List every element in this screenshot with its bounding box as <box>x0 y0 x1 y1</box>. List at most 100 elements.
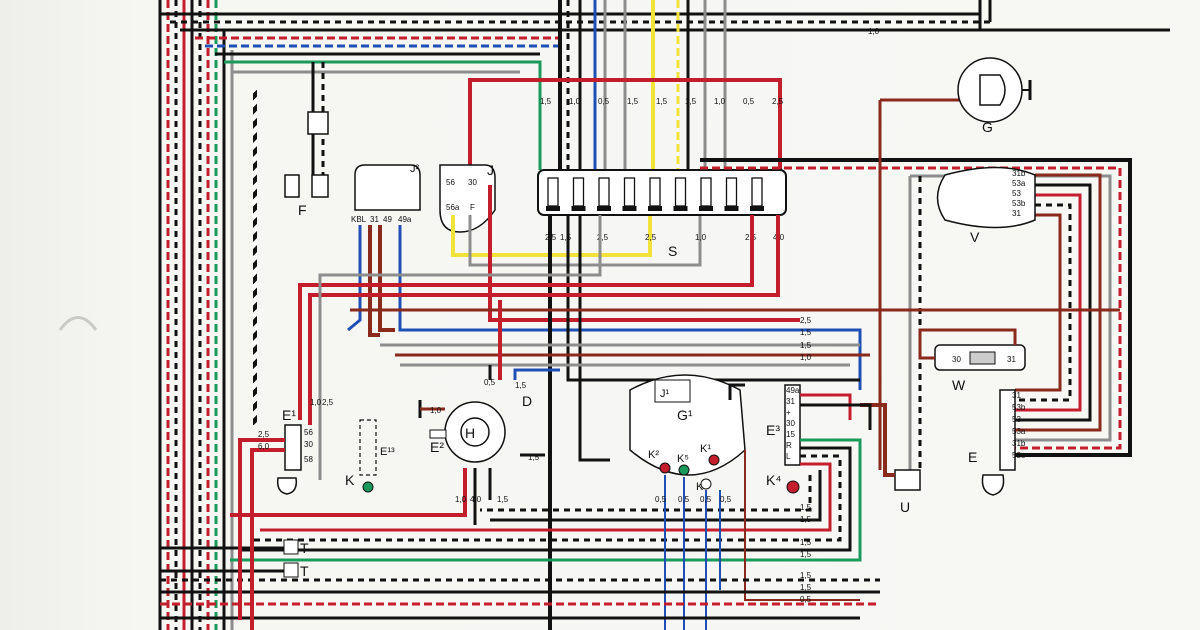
fuse-bottom-size: 1,0 <box>695 233 707 242</box>
component-E13: E¹³ K <box>345 419 395 493</box>
red-wire-E1-b <box>250 448 285 630</box>
E3-terminal: + <box>786 408 791 417</box>
punch-hole <box>58 316 98 331</box>
V-terminal: 53b <box>1012 199 1026 208</box>
component-U: U <box>860 403 921 515</box>
label-K2: K² <box>648 449 659 461</box>
E-terminal: 53a <box>1012 427 1026 436</box>
label-J: J <box>487 162 494 178</box>
E3-terminal: R <box>786 441 792 450</box>
wire-size-b2: 0,5 <box>700 495 712 504</box>
J2-terminal-31: 31 <box>370 215 379 224</box>
wire-size-r2: 1,5 <box>800 341 812 350</box>
wire-size-d0: 1,0 <box>455 495 467 504</box>
fuse-slot-base <box>648 206 662 211</box>
V-terminal: 53a <box>1012 179 1026 188</box>
fuse-slot-base <box>750 206 764 211</box>
red-wire-E1 <box>238 438 285 620</box>
E1-terminal-58: 58 <box>304 455 313 464</box>
W-terminal-30: 30 <box>952 355 961 364</box>
label-D: D <box>522 393 532 409</box>
J2-terminal-49a: 49a <box>398 215 412 224</box>
fuse-top-size: 1,5 <box>540 97 552 106</box>
E-terminal: 53e <box>1012 451 1026 460</box>
fuse-slots <box>546 177 764 211</box>
label-T1: T <box>300 540 309 556</box>
E-terminal: 31 <box>1012 391 1021 400</box>
wire-size-top: 1,0 <box>868 27 880 36</box>
component-E1: E¹ 56 30 58 <box>276 407 313 495</box>
E3-terminal: 30 <box>786 419 795 428</box>
E1-terminal-56: 56 <box>304 428 313 437</box>
component-W: 30 31 W <box>918 328 1026 393</box>
wire-size-l2: 2,5 <box>258 430 270 439</box>
instrument-cluster: J¹ G¹ K² K⁵ K¹ K³ <box>629 374 860 630</box>
V-terminal: 31b <box>1012 169 1026 178</box>
E3-terminal: 15 <box>786 430 795 439</box>
wire-size-b3: 0,5 <box>720 495 732 504</box>
wire-size-r4: 1,5 <box>800 503 812 512</box>
J-terminal-F: F <box>470 203 475 212</box>
label-H: H <box>465 425 475 441</box>
wire-size-b6: 1,5 <box>800 571 812 580</box>
E3-terminal: L <box>786 452 791 461</box>
top-feed-wires <box>468 0 782 190</box>
E3-right-wires <box>230 393 872 562</box>
fuse-top-size: 0,5 <box>743 97 755 106</box>
wire-size-r3: 1,0 <box>800 353 812 362</box>
fuse-slot-base <box>546 206 560 211</box>
wire-size-labels: 1,0 2,5 1,5 1,5 1,0 1,5 1,5 1,0 2,5 2,5 … <box>258 27 880 604</box>
fuse-top-size: 1,5 <box>685 97 697 106</box>
fuse-top-size: 0,5 <box>598 97 610 106</box>
fuse-top-size: 1,5 <box>627 97 639 106</box>
top-harness <box>160 0 1170 170</box>
J-terminal-30: 30 <box>468 178 477 187</box>
label-E3: E³ <box>766 422 780 438</box>
label-K4: K⁴ <box>766 472 781 488</box>
wire-size-l0: 1,0 <box>310 398 322 407</box>
label-T2: T <box>300 563 309 579</box>
wire-size-d4: 1,0 <box>430 406 442 415</box>
label-E: E <box>968 449 977 465</box>
fuse-top-size: 1,0 <box>569 97 581 106</box>
label-S: S <box>668 243 677 259</box>
wire-size-d5: 1,5 <box>515 381 527 390</box>
fuse-top-size: 2,5 <box>772 97 784 106</box>
fuse-bottom-size: 2,5 <box>597 233 609 242</box>
V-terminal: 31 <box>1012 209 1021 218</box>
label-G1: G¹ <box>677 407 693 423</box>
label-F: F <box>298 202 307 218</box>
label-V: V <box>970 229 980 245</box>
W-terminal-31: 31 <box>1007 355 1016 364</box>
label-E2: E² <box>430 439 444 455</box>
fuse-slot <box>547 177 559 207</box>
wire-size-r1: 1,5 <box>800 328 812 337</box>
V-terminal: 53 <box>1012 189 1021 198</box>
relay-J2: J² KBL 31 49 49a <box>347 163 862 390</box>
J-terminal-56a: 56a <box>446 203 460 212</box>
fuse-slot <box>674 177 687 207</box>
wire-size-b1: 0,5 <box>678 495 690 504</box>
fuse-slot <box>751 177 763 207</box>
fuse-slot-base <box>724 206 739 211</box>
connectors-T: T T <box>160 539 880 620</box>
label-G: G <box>982 119 993 135</box>
fuse-slot <box>725 177 738 207</box>
fuse-slot-base <box>673 206 688 211</box>
component-G: G <box>957 57 1032 135</box>
wire-size-b7: 1,5 <box>800 583 812 592</box>
fuse-bottom-size: 2,5 <box>645 233 657 242</box>
wire-size-b5: 1,5 <box>800 550 812 559</box>
fuse-slot <box>623 177 636 207</box>
E-terminal: 53b <box>1012 403 1026 412</box>
label-J1: J¹ <box>660 388 670 400</box>
label-K5: K⁵ <box>677 453 689 465</box>
fuse-slot <box>649 177 661 207</box>
E-terminal: 31b <box>1012 439 1026 448</box>
wire-size-r5: 1,5 <box>800 515 812 524</box>
wire-size-b0: 0,5 <box>655 495 667 504</box>
